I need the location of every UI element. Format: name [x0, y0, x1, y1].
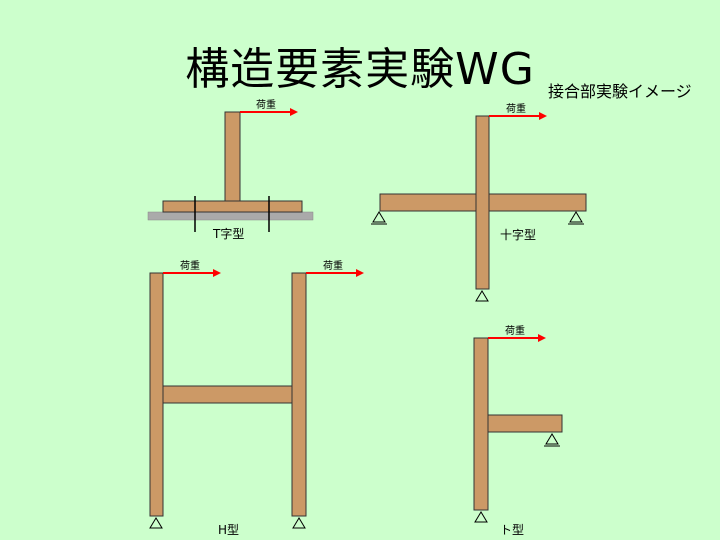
k-shape-support-beam: [544, 433, 560, 447]
k-shape-label: ト型: [500, 523, 524, 537]
k-shape-support-bottom: [474, 511, 488, 523]
cross-shape-column: [475, 115, 490, 290]
k-shape-specimen: 荷重 ト型: [473, 324, 563, 537]
t-shape-beam: [162, 200, 303, 213]
cross-shape-label: 十字型: [500, 227, 536, 242]
t-shape-label: T字型: [212, 226, 244, 241]
h-shape-column-left: [149, 272, 164, 517]
page-subtitle: 接合部実験イメージ: [548, 82, 692, 101]
t-shape-load-label: 荷重: [256, 98, 276, 111]
cross-shape-support-right: [568, 211, 584, 225]
k-shape-load-label: 荷重: [505, 324, 525, 337]
t-shape-column: [224, 111, 241, 202]
cross-shape-specimen: 荷重 十字型: [371, 102, 587, 302]
h-shape-label: H型: [218, 523, 239, 537]
h-shape-column-right: [291, 272, 307, 517]
h-shape-specimen: 荷重 荷重 H型: [149, 259, 364, 537]
k-shape-column: [473, 337, 489, 511]
cross-shape-load-label: 荷重: [506, 102, 526, 115]
h-shape-load-label-left: 荷重: [180, 259, 200, 272]
page-title: 構造要素実験WG: [185, 44, 535, 95]
h-shape-support-left: [149, 517, 163, 529]
h-shape-load-label-right: 荷重: [323, 259, 343, 272]
cross-shape-support-bottom: [475, 290, 489, 302]
h-shape-beam: [162, 385, 293, 404]
k-shape-beam: [487, 414, 563, 433]
t-shape-specimen: 荷重 T字型: [147, 98, 314, 241]
h-shape-support-right: [292, 517, 306, 529]
t-shape-base-plate: [147, 211, 314, 221]
cross-shape-support-left: [371, 211, 387, 225]
